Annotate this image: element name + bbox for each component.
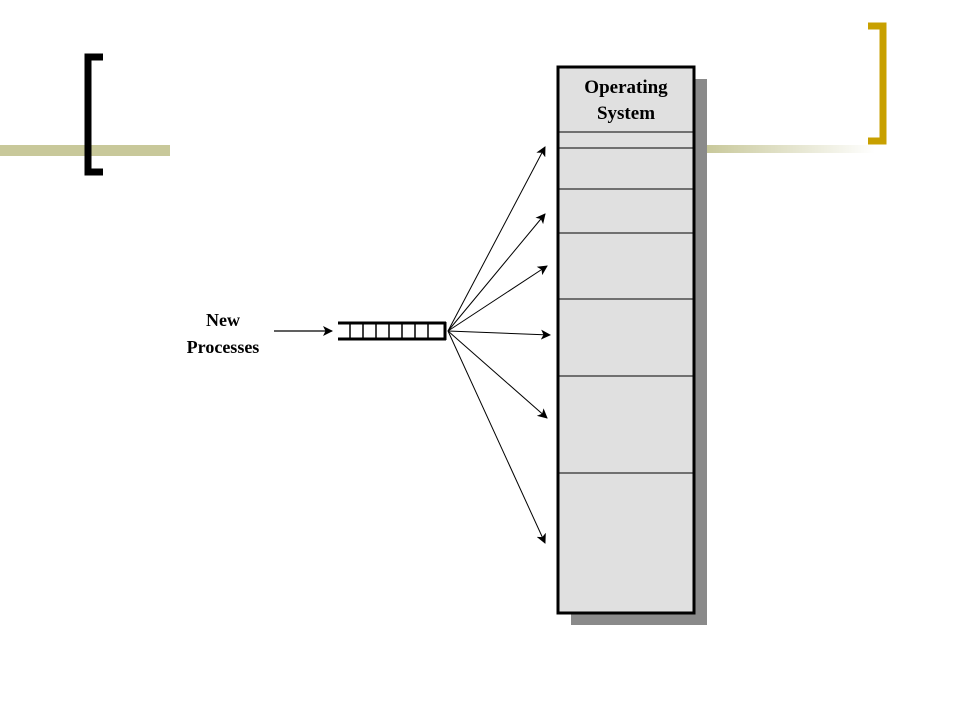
partition-arrow — [447, 330, 548, 419]
partition-arrow — [447, 146, 546, 332]
partition-arrow — [447, 213, 546, 332]
input-label-line2: Processes — [187, 337, 260, 357]
partition-arrow — [447, 330, 546, 544]
input-label-line1: New — [206, 310, 240, 330]
memory-partitions — [559, 131, 693, 474]
os-label-line2: System — [597, 103, 655, 124]
memory-column — [556, 65, 696, 615]
left-bracket — [84, 53, 103, 176]
process-queue — [338, 321, 447, 341]
partition-arrows — [447, 146, 551, 544]
accent-line-right — [705, 145, 875, 153]
partition-arrow — [447, 329, 551, 340]
os-label-line1: Operating — [584, 77, 668, 98]
partition-arrow — [447, 265, 548, 332]
right-bracket — [868, 22, 887, 145]
